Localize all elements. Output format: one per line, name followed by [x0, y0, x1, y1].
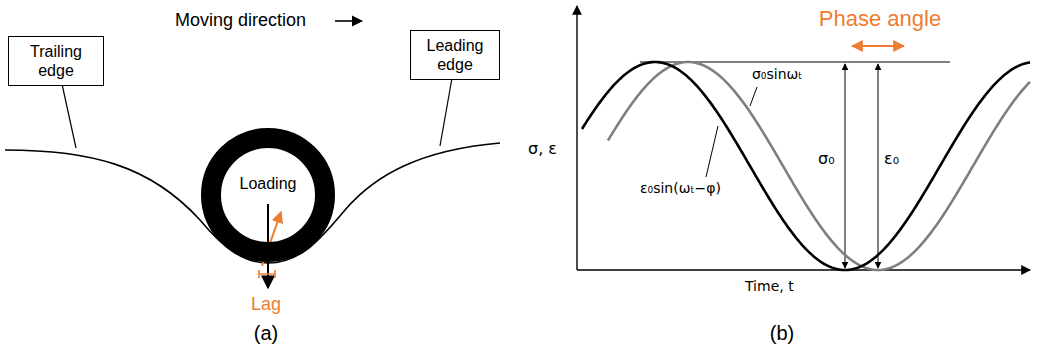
leader-line	[706, 126, 718, 177]
amplitude-label: ε₀	[884, 150, 899, 168]
leader-line	[62, 84, 76, 148]
curve-label: ε₀sin(ωₜ−φ)	[640, 180, 721, 196]
phase-arrow	[852, 45, 904, 47]
x-axis	[577, 269, 1030, 270]
curve-label: σ₀sinωₜ	[752, 66, 802, 82]
leader-line	[440, 78, 452, 146]
lag-label: Lag	[251, 294, 281, 315]
y-axis	[576, 6, 577, 270]
lag-bracket	[259, 270, 275, 278]
strain-curve	[608, 62, 1030, 270]
direction-label: Moving direction	[175, 10, 306, 31]
axis-label: Time, t	[745, 278, 794, 294]
tire-ring	[200, 127, 336, 263]
axis-label: σ, ε	[528, 140, 557, 158]
amplitude-arrow	[845, 64, 846, 268]
box-label: Leading edge	[421, 36, 489, 74]
direction-arrow	[335, 20, 362, 22]
leader-line	[750, 87, 757, 106]
panel-caption: (a)	[254, 322, 278, 345]
panel-caption: (b)	[770, 322, 794, 345]
box-label: Trailing edge	[19, 42, 93, 80]
edge-box: Leading edge	[410, 30, 500, 80]
amplitude-label: σ₀	[818, 150, 835, 168]
phase-label: Phase angle	[819, 6, 941, 31]
load-label: Loading	[240, 175, 297, 193]
amplitude-arrow	[878, 64, 879, 268]
stress-curve	[582, 62, 1030, 270]
edge-box: Trailing edge	[8, 36, 104, 86]
tire-circle: Loading	[200, 127, 336, 263]
